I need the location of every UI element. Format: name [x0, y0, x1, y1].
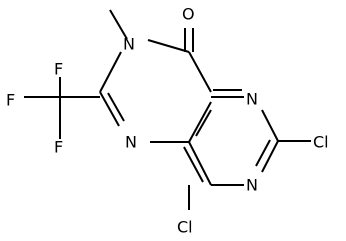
bond-ccl-n-double [255, 139, 271, 167]
bond-n-ccf3 [99, 51, 122, 93]
atom-fluorine-bottom: F [54, 138, 63, 157]
atom-nitrogen-right-top: N [246, 90, 258, 109]
bond-c-fused-top [188, 51, 212, 93]
bond-ccl-bottom-fused [188, 141, 212, 186]
bond-ccf3-n [99, 91, 120, 127]
bond-fused [188, 101, 212, 143]
bond-ccl-n [261, 140, 279, 173]
atom-nitrogen-methyl: N [123, 35, 135, 54]
bond-c-n-methyl [147, 39, 190, 53]
bond-fused-double [195, 109, 212, 137]
atom-fluorine-top: F [54, 60, 63, 79]
atom-chlorine-bottom: Cl [177, 218, 193, 237]
atom-chlorine-right: Cl [313, 133, 329, 152]
atom-labels: O N N N N Cl Cl F F F [6, 5, 329, 237]
bond-n-ccl [261, 109, 279, 142]
atom-oxygen: O [182, 5, 195, 24]
bond-group [24, 9, 311, 210]
bond-ccf3-n-double [107, 92, 125, 122]
atom-fluorine-left: F [6, 91, 15, 110]
atom-nitrogen-right-bottom: N [246, 176, 258, 195]
bond-ccl-bottom-fused-double [183, 146, 204, 183]
atom-nitrogen-left-bottom: N [125, 133, 137, 152]
bond-n-methyl [109, 9, 128, 40]
